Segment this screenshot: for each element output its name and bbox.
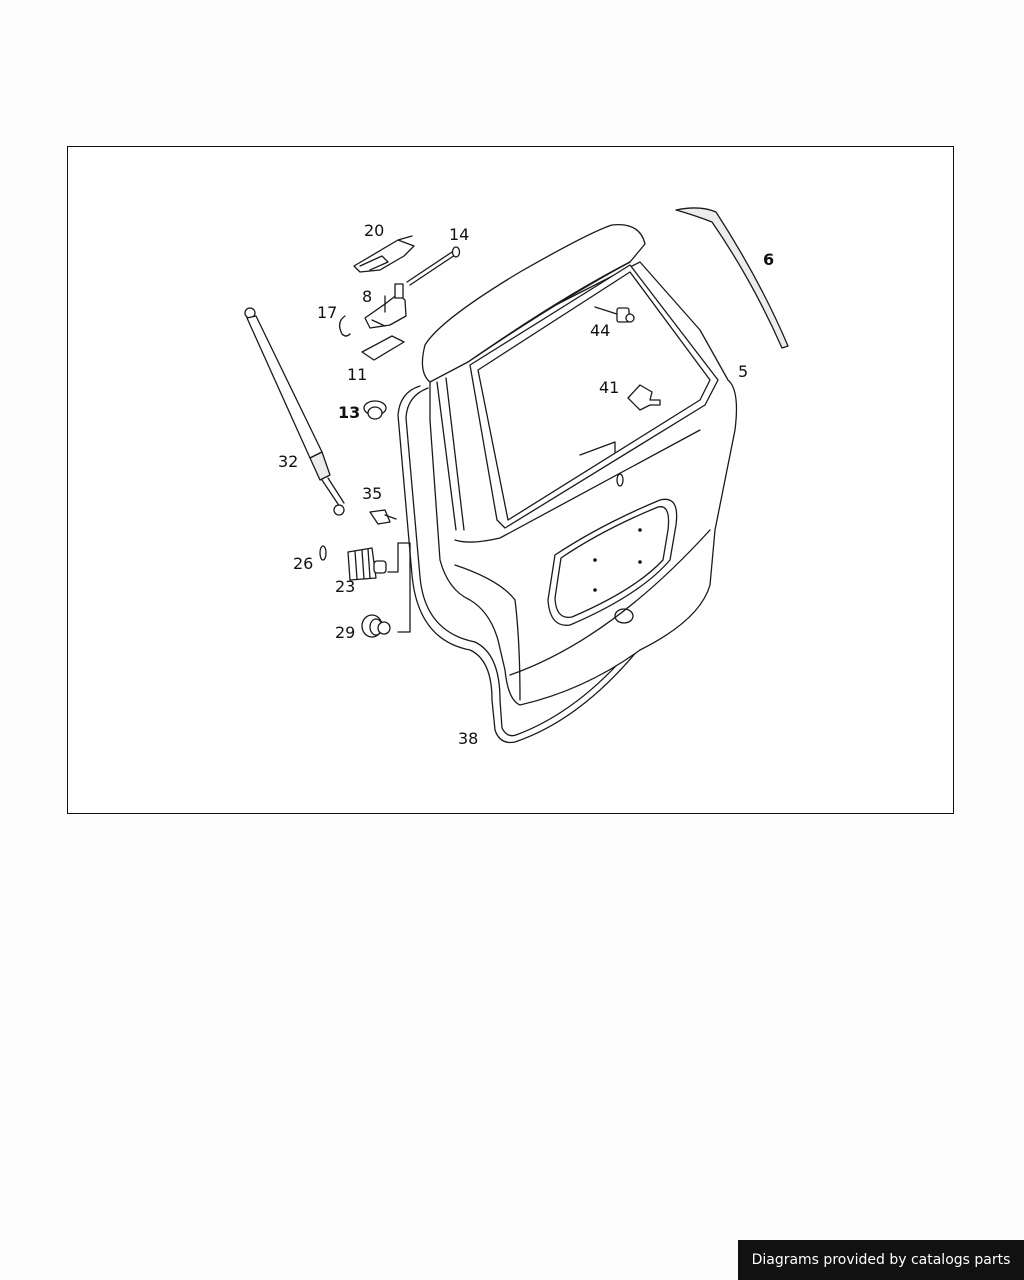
callout-26: 26 [293, 554, 313, 573]
lock-cylinder [616, 473, 624, 487]
trim-strip-part [675, 207, 789, 349]
callout-11: 11 [347, 365, 367, 384]
callout-8: 8 [362, 287, 372, 306]
tailgate-part [397, 223, 738, 744]
pin-part-14 [406, 246, 461, 286]
callout-44: 44 [590, 321, 610, 340]
callout-13: 13 [338, 403, 360, 422]
clip-part-17 [338, 315, 351, 337]
footer-text: Diagrams provided by catalogs parts [751, 1252, 1011, 1268]
rear-window-glass [469, 264, 719, 529]
footer-attribution-banner: Diagrams provided by catalogs parts [738, 1240, 1024, 1280]
bracket-part-20 [353, 235, 415, 273]
bumper-part-41 [627, 384, 661, 411]
license-plate-recess [547, 498, 678, 626]
group-bracket-line [387, 542, 411, 633]
stud-part-35 [369, 509, 397, 525]
callout-17: 17 [317, 303, 337, 322]
o-ring-part-26 [319, 545, 327, 561]
spoiler [421, 223, 646, 383]
seal-strip-outline [397, 385, 641, 744]
callout-20: 20 [364, 221, 384, 240]
callout-32: 32 [278, 452, 298, 471]
callout-41: 41 [599, 378, 619, 397]
callout-29: 29 [335, 623, 355, 642]
callout-38: 38 [458, 729, 478, 748]
gas-strut-part-32 [244, 307, 345, 516]
callout-35: 35 [362, 484, 382, 503]
hinge-part-8 [364, 283, 407, 329]
adjuster-part-29 [361, 614, 391, 638]
emblem [614, 608, 634, 624]
buffer-part-23 [347, 547, 387, 581]
callout-labels: 20 14 8 17 11 13 32 35 26 23 29 38 6 44 … [278, 221, 774, 748]
plate-part-11 [361, 335, 405, 361]
callout-6: 6 [763, 250, 774, 269]
grommet-part-13 [363, 400, 387, 420]
callout-23: 23 [335, 577, 355, 596]
callout-5: 5 [738, 362, 748, 381]
bolt-part-44 [594, 306, 635, 323]
seal-strip-inner [405, 387, 633, 737]
callout-14: 14 [449, 225, 469, 244]
